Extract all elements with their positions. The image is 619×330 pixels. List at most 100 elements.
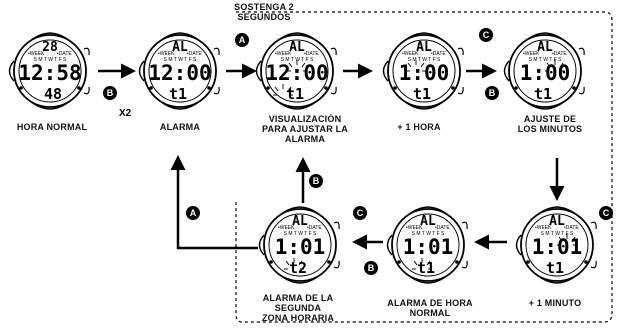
main-time-display: 1:00 bbox=[399, 61, 450, 85]
date-indicator: •DATE bbox=[431, 51, 446, 57]
date-indicator: •DATE bbox=[564, 225, 579, 231]
caption-line: + 1 HORA bbox=[397, 122, 441, 132]
caption-line: HORA NORMAL bbox=[16, 122, 88, 132]
main-time-display: 1:01 bbox=[275, 235, 326, 259]
week-indicator: •WEEK bbox=[406, 225, 423, 231]
date-indicator: •DATE bbox=[435, 225, 450, 231]
svg-text:C: C bbox=[603, 208, 610, 218]
repeat-label: X2 bbox=[119, 108, 132, 119]
caption-line: LOS MINUTOS bbox=[517, 124, 583, 134]
date-indicator: •DATE bbox=[187, 51, 202, 57]
week-indicator: •WEEK bbox=[275, 51, 292, 57]
button-c-badge-minute[interactable]: C bbox=[599, 206, 613, 220]
caption-line: VISUALIZACIÓN bbox=[268, 114, 342, 124]
weekday-row: S M T W T F S bbox=[529, 57, 562, 63]
note-line-1: SOSTENGA 2 bbox=[234, 2, 294, 12]
button-b-badge-return[interactable]: B bbox=[364, 261, 378, 275]
week-indicator: •WEEK bbox=[28, 51, 45, 57]
main-time-display: 1:01 bbox=[532, 235, 583, 259]
bottom-display: t2 bbox=[289, 259, 307, 277]
week-indicator: •WEEK bbox=[158, 51, 175, 57]
main-time-display: 12:58 bbox=[18, 61, 81, 85]
caption-alarma-hora-normal: ALARMA DE HORA NORMAL bbox=[374, 298, 486, 318]
caption-line: AJUSTE DE bbox=[523, 114, 577, 124]
button-b-badge-minutes[interactable]: B bbox=[485, 86, 499, 100]
hold-2-seconds-note: SOSTENGA 2 SEGUNDOS bbox=[234, 2, 294, 22]
weekday-row: S M T W T F S bbox=[164, 57, 197, 63]
bottom-display: t1 bbox=[534, 85, 552, 103]
caption-line: ALARMA DE LA bbox=[262, 293, 334, 303]
caption-line: ALARMA DE HORA bbox=[387, 298, 473, 308]
svg-text:B: B bbox=[489, 88, 496, 98]
week-indicator: •WEEK bbox=[278, 225, 295, 231]
top-display: AL bbox=[549, 214, 565, 229]
button-c-badge-zone[interactable]: C bbox=[353, 206, 367, 220]
caption-alarma: ALARMA bbox=[140, 122, 220, 132]
bottom-display: t1 bbox=[417, 259, 435, 277]
date-indicator: •DATE bbox=[307, 225, 322, 231]
button-a-hold-badge[interactable]: A bbox=[235, 33, 249, 47]
bottom-display: t1 bbox=[546, 259, 564, 277]
week-indicator: •WEEK bbox=[523, 51, 540, 57]
caption-mas-1-hora: + 1 HORA bbox=[384, 122, 454, 132]
week-indicator: •WEEK bbox=[535, 225, 552, 231]
button-c-badge-hour[interactable]: C bbox=[479, 28, 493, 42]
date-indicator: •DATE bbox=[552, 51, 567, 57]
date-indicator: •DATE bbox=[57, 51, 72, 57]
svg-text:B: B bbox=[107, 88, 114, 98]
svg-text:A: A bbox=[239, 35, 246, 45]
svg-text:B: B bbox=[313, 176, 320, 186]
bottom-display: t1 bbox=[286, 85, 304, 103]
caption-line: ALARMA bbox=[159, 122, 201, 132]
top-display: AL bbox=[416, 40, 432, 55]
note-line-2: SEGUNDOS bbox=[237, 12, 291, 22]
top-display: AL bbox=[537, 40, 553, 55]
weekday-row: S M T W T F S bbox=[408, 57, 441, 63]
weekday-row: S M T W T F S bbox=[284, 231, 317, 237]
main-time-display: 12:00 bbox=[148, 61, 211, 85]
caption-line: + 1 MINUTO bbox=[528, 298, 582, 308]
button-a-badge-back[interactable]: A bbox=[186, 206, 200, 220]
button-b-x2-badge[interactable]: B bbox=[103, 86, 117, 100]
flow-arrows bbox=[98, 63, 565, 250]
caption-hora-normal: HORA NORMAL bbox=[8, 122, 96, 132]
caption-alarma-segunda-zona: ALARMA DE LA SEGUNDA ZONA HORARIA bbox=[248, 293, 348, 323]
weekday-row: S M T W T F S bbox=[412, 231, 445, 237]
top-display: AL bbox=[172, 40, 188, 55]
week-indicator: •WEEK bbox=[402, 51, 419, 57]
date-indicator: •DATE bbox=[304, 51, 319, 57]
caption-line: ZONA HORARIA bbox=[261, 313, 335, 323]
top-display: 28 bbox=[42, 40, 58, 55]
caption-mas-1-minuto: + 1 MINUTO bbox=[515, 298, 595, 308]
bottom-display: t1 bbox=[169, 85, 187, 103]
button-b-badge-confirm[interactable]: B bbox=[309, 174, 323, 188]
setting-mode-boundary bbox=[235, 11, 613, 323]
caption-line: SEGUNDA bbox=[274, 303, 322, 313]
top-display: AL bbox=[420, 214, 436, 229]
weekday-row: S M T W T F S bbox=[541, 231, 574, 237]
arrow-segunda-zona-back-to-alarma bbox=[170, 155, 258, 250]
caption-line: ALARMA bbox=[284, 134, 326, 144]
caption-visualizacion: VISUALIZACIÓN PARA AJUSTAR LA ALARMA bbox=[252, 114, 358, 144]
top-display: AL bbox=[292, 214, 308, 229]
top-display: AL bbox=[289, 40, 305, 55]
svg-text:A: A bbox=[190, 208, 197, 218]
svg-text:C: C bbox=[483, 30, 490, 40]
bottom-display: t1 bbox=[413, 85, 431, 103]
weekday-row: S M T W T F S bbox=[34, 57, 67, 63]
svg-text:B: B bbox=[368, 263, 375, 273]
svg-text:C: C bbox=[357, 208, 364, 218]
bottom-display: 48 bbox=[44, 85, 62, 103]
caption-line: NORMAL bbox=[409, 308, 451, 318]
caption-line: PARA AJUSTAR LA bbox=[262, 124, 348, 134]
